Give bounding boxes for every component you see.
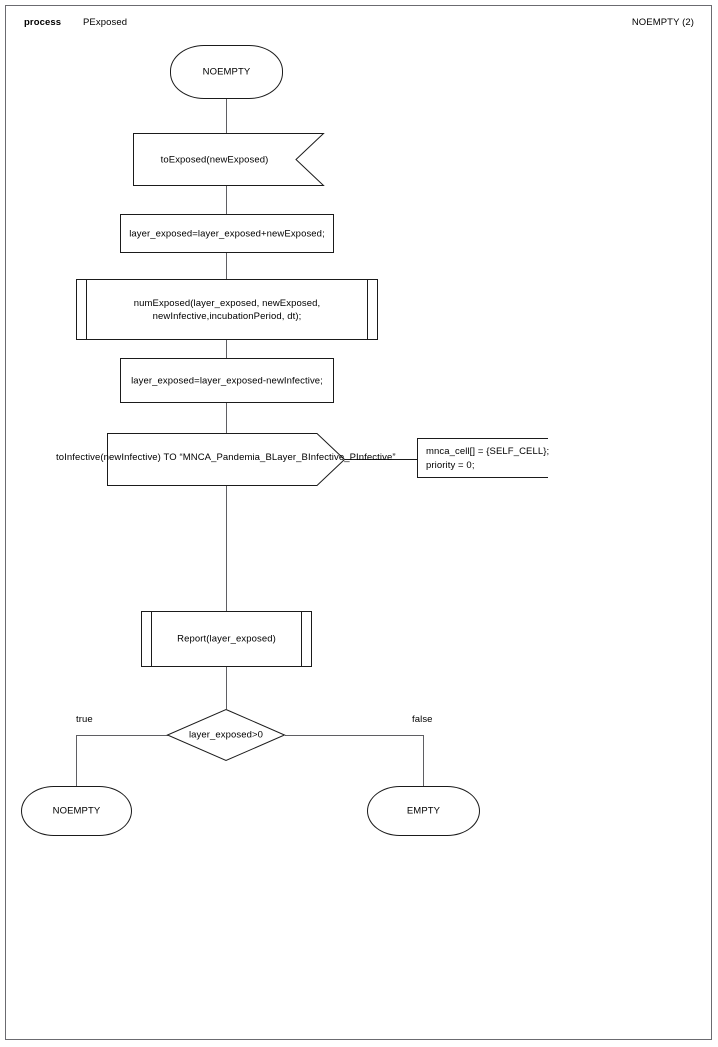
input-signal-toexposed[interactable]: toExposed(newExposed) [133, 133, 325, 186]
page-frame [5, 5, 712, 1040]
note-comment-box[interactable]: mnca_cell[] = {SELF_CELL}; priority = 0; [417, 438, 550, 478]
state-start-noempty-label: NOEMPTY [202, 66, 251, 78]
connector-report-to-decision [226, 667, 227, 709]
connector-output-to-report [226, 485, 227, 611]
connector-input-to-task-add [226, 185, 227, 214]
task-layer-exposed-sub[interactable]: layer_exposed=layer_exposed-newInfective… [120, 358, 334, 403]
connector-proc-to-task-sub [226, 340, 227, 358]
procedure-report-left-bar [151, 612, 152, 666]
procedure-report-right-bar [301, 612, 302, 666]
state-end-empty-label: EMPTY [406, 805, 441, 817]
connector-decision-false-vertical [423, 735, 424, 786]
connector-start-to-input [226, 99, 227, 133]
procedure-call-numexposed-label: numExposed(layer_exposed, newExposed, ne… [133, 297, 321, 322]
procedure-call-numexposed[interactable]: numExposed(layer_exposed, newExposed, ne… [76, 279, 378, 340]
state-end-empty[interactable]: EMPTY [367, 786, 480, 836]
connector-task-add-to-proc [226, 253, 227, 279]
procedure-call-report[interactable]: Report(layer_exposed) [141, 611, 312, 667]
decision-layer-exposed-gt-zero[interactable]: layer_exposed>0 [166, 708, 286, 762]
header-kind-label: process [24, 17, 62, 28]
task-layer-exposed-add[interactable]: layer_exposed=layer_exposed+newExposed; [120, 214, 334, 253]
header-page-reference: NOEMPTY (2) [631, 17, 694, 28]
edge-label-false: false [412, 714, 433, 725]
header-process-name: PExposed [83, 17, 128, 28]
connector-decision-false-horizontal [285, 735, 424, 736]
state-start-noempty[interactable]: NOEMPTY [170, 45, 283, 99]
procedure-right-bar [367, 280, 368, 339]
task-layer-exposed-add-label: layer_exposed=layer_exposed+newExposed; [129, 228, 325, 239]
connector-decision-true-horizontal [76, 735, 168, 736]
task-layer-exposed-sub-label: layer_exposed=layer_exposed-newInfective… [131, 375, 323, 386]
output-signal-toinfective-label: toInfective(newInfective) TO “MNCA_Pande… [56, 452, 396, 463]
state-end-noempty-label: NOEMPTY [52, 805, 101, 817]
connector-output-to-note [345, 459, 417, 460]
connector-task-sub-to-output [226, 403, 227, 433]
edge-label-true: true [76, 714, 93, 725]
procedure-left-bar [86, 280, 87, 339]
note-line-1: mnca_cell[] = {SELF_CELL}; [426, 446, 550, 457]
note-line-2: priority = 0; [426, 460, 475, 471]
state-end-noempty[interactable]: NOEMPTY [21, 786, 132, 836]
procedure-call-report-label: Report(layer_exposed) [177, 633, 276, 645]
output-signal-toinfective[interactable]: toInfective(newInfective) TO “MNCA_Pande… [56, 433, 396, 486]
connector-decision-true-vertical [76, 735, 77, 786]
